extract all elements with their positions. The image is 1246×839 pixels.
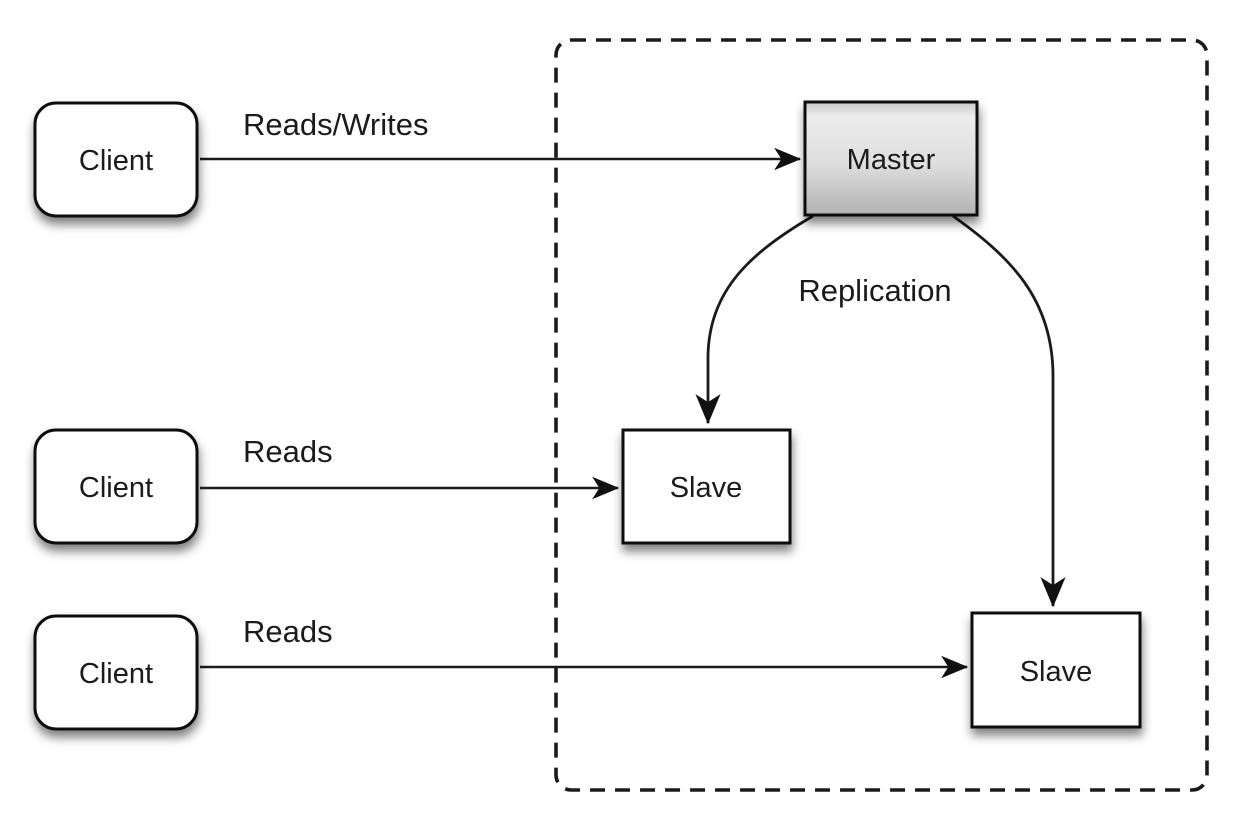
- edge-label-reads-middle: Reads: [243, 434, 333, 469]
- node-client-1: Client: [33, 101, 199, 218]
- server-group-dashed-border: [554, 38, 1209, 792]
- node-client-3-label: Client: [79, 658, 153, 690]
- edge-label-reads-bottom: Reads: [243, 614, 333, 649]
- edge-label-replication: Replication: [798, 273, 951, 308]
- arrow-master-to-slave1: [695, 214, 814, 425]
- node-client-1-label: Client: [79, 145, 153, 177]
- edge-label-reads-writes: Reads/Writes: [243, 107, 429, 142]
- node-slave-1: Slave: [621, 428, 792, 545]
- arrow-master-to-slave2: [952, 214, 1066, 608]
- node-client-3: Client: [33, 614, 199, 731]
- node-client-2: Client: [33, 428, 199, 545]
- node-slave-2-label: Slave: [1020, 656, 1093, 688]
- node-slave-1-label: Slave: [670, 472, 743, 504]
- node-slave-2: Slave: [970, 611, 1142, 729]
- node-client-2-label: Client: [79, 472, 153, 504]
- node-master: Master: [803, 100, 979, 217]
- node-master-label: Master: [847, 144, 936, 176]
